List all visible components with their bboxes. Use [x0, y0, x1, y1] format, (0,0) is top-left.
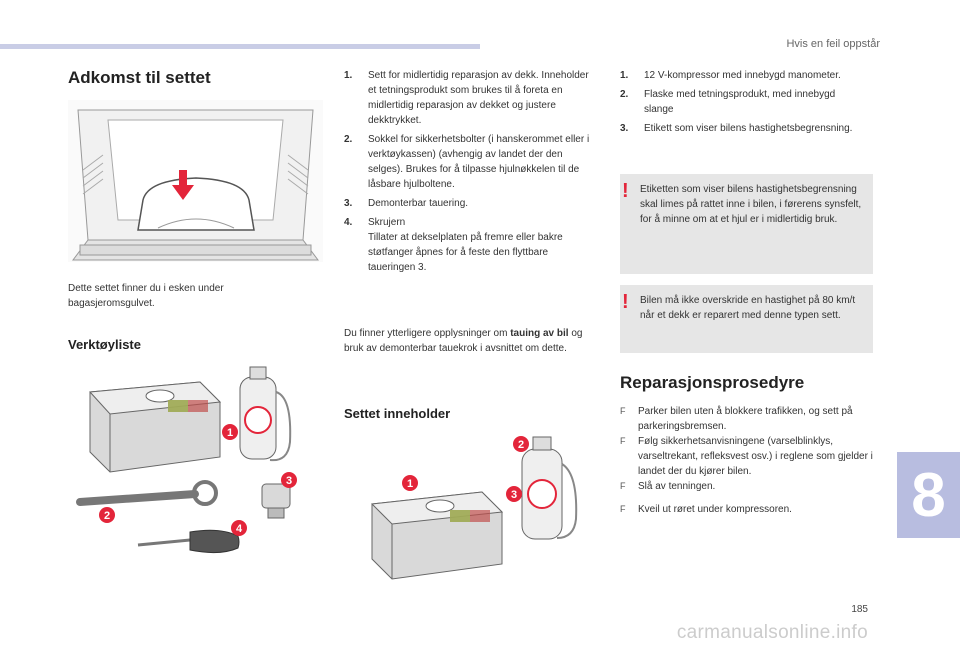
toollist-illustration: 1 2 3 4 — [76, 366, 297, 554]
kit-contents-illustration: 1 2 3 — [370, 436, 578, 580]
callout-1: 1 — [222, 424, 238, 440]
towing-reference-note: Du finner ytterligere opplysninger om ta… — [344, 328, 583, 354]
list-item: 1.12 V-kompressor med innebygd manometer… — [620, 70, 841, 81]
callout-4: 4 — [231, 520, 247, 536]
callout-1: 1 — [402, 475, 418, 491]
svg-text:3: 3 — [511, 489, 517, 501]
watermark: carmanualsonline.info — [676, 622, 868, 643]
warning-text: Bilen må ikke overskride en hastighet på… — [640, 295, 856, 321]
checkbox-icon: F — [620, 481, 626, 491]
svg-text:2: 2 — [518, 439, 524, 451]
towing-link-text: tauing av bil — [510, 328, 569, 339]
list-item: 3.Etikett som viser bilens hastighetsbeg… — [620, 123, 853, 134]
tool-description-list: 1.Sett for midlertidig reparasjon av dek… — [344, 68, 596, 279]
svg-text:3: 3 — [286, 475, 292, 487]
list-item: 1.Sett for midlertidig reparasjon av dek… — [344, 70, 589, 126]
svg-text:2: 2 — [104, 510, 110, 522]
list-item: 2.Sokkel for sikkerhetsbolter (i hansker… — [344, 134, 590, 190]
checkbox-icon: F — [620, 406, 626, 416]
list-item: 4.Skrujern Tillater at dekselplaten på f… — [344, 217, 563, 273]
svg-text:1: 1 — [227, 427, 233, 439]
section-title-access: Adkomst til settet — [68, 68, 211, 87]
warning-box-label: ! Etiketten som viser bilens hastighetsb… — [620, 174, 873, 274]
page-number: 185 — [851, 604, 868, 615]
section-title-contents: Settet inneholder — [344, 406, 451, 421]
warning-box-speed: ! Bilen må ikke overskride en hastighet … — [620, 285, 873, 353]
section-title-toollist: Verktøyliste — [68, 337, 141, 352]
warning-icon: ! — [622, 291, 629, 313]
svg-text:1: 1 — [407, 478, 413, 490]
chapter-title: Hvis en feil oppstår — [786, 38, 880, 50]
checkbox-icon: F — [620, 436, 626, 446]
svg-text:4: 4 — [236, 523, 243, 535]
list-item: 2.Flaske med tetningsprodukt, med inneby… — [620, 89, 836, 115]
header-bar — [0, 44, 480, 49]
list-item: 3.Demonterbar tauering. — [344, 198, 469, 209]
warning-icon: ! — [622, 180, 629, 202]
kit-contents-list: 1.12 V-kompressor med innebygd manometer… — [620, 68, 860, 140]
chapter-tab: 8 — [897, 452, 960, 538]
callout-2: 2 — [99, 507, 115, 523]
callout-3: 3 — [281, 472, 297, 488]
warning-text: Etiketten som viser bilens hastighetsbeg… — [640, 184, 862, 225]
callout-3: 3 — [506, 486, 522, 502]
callout-2: 2 — [513, 436, 529, 452]
trunk-illustration — [68, 100, 323, 262]
section-title-procedure: Reparasjonsprosedyre — [620, 373, 805, 392]
trunk-caption: Dette settet finner du i esken under bag… — [68, 283, 224, 309]
checkbox-icon: F — [620, 504, 626, 514]
